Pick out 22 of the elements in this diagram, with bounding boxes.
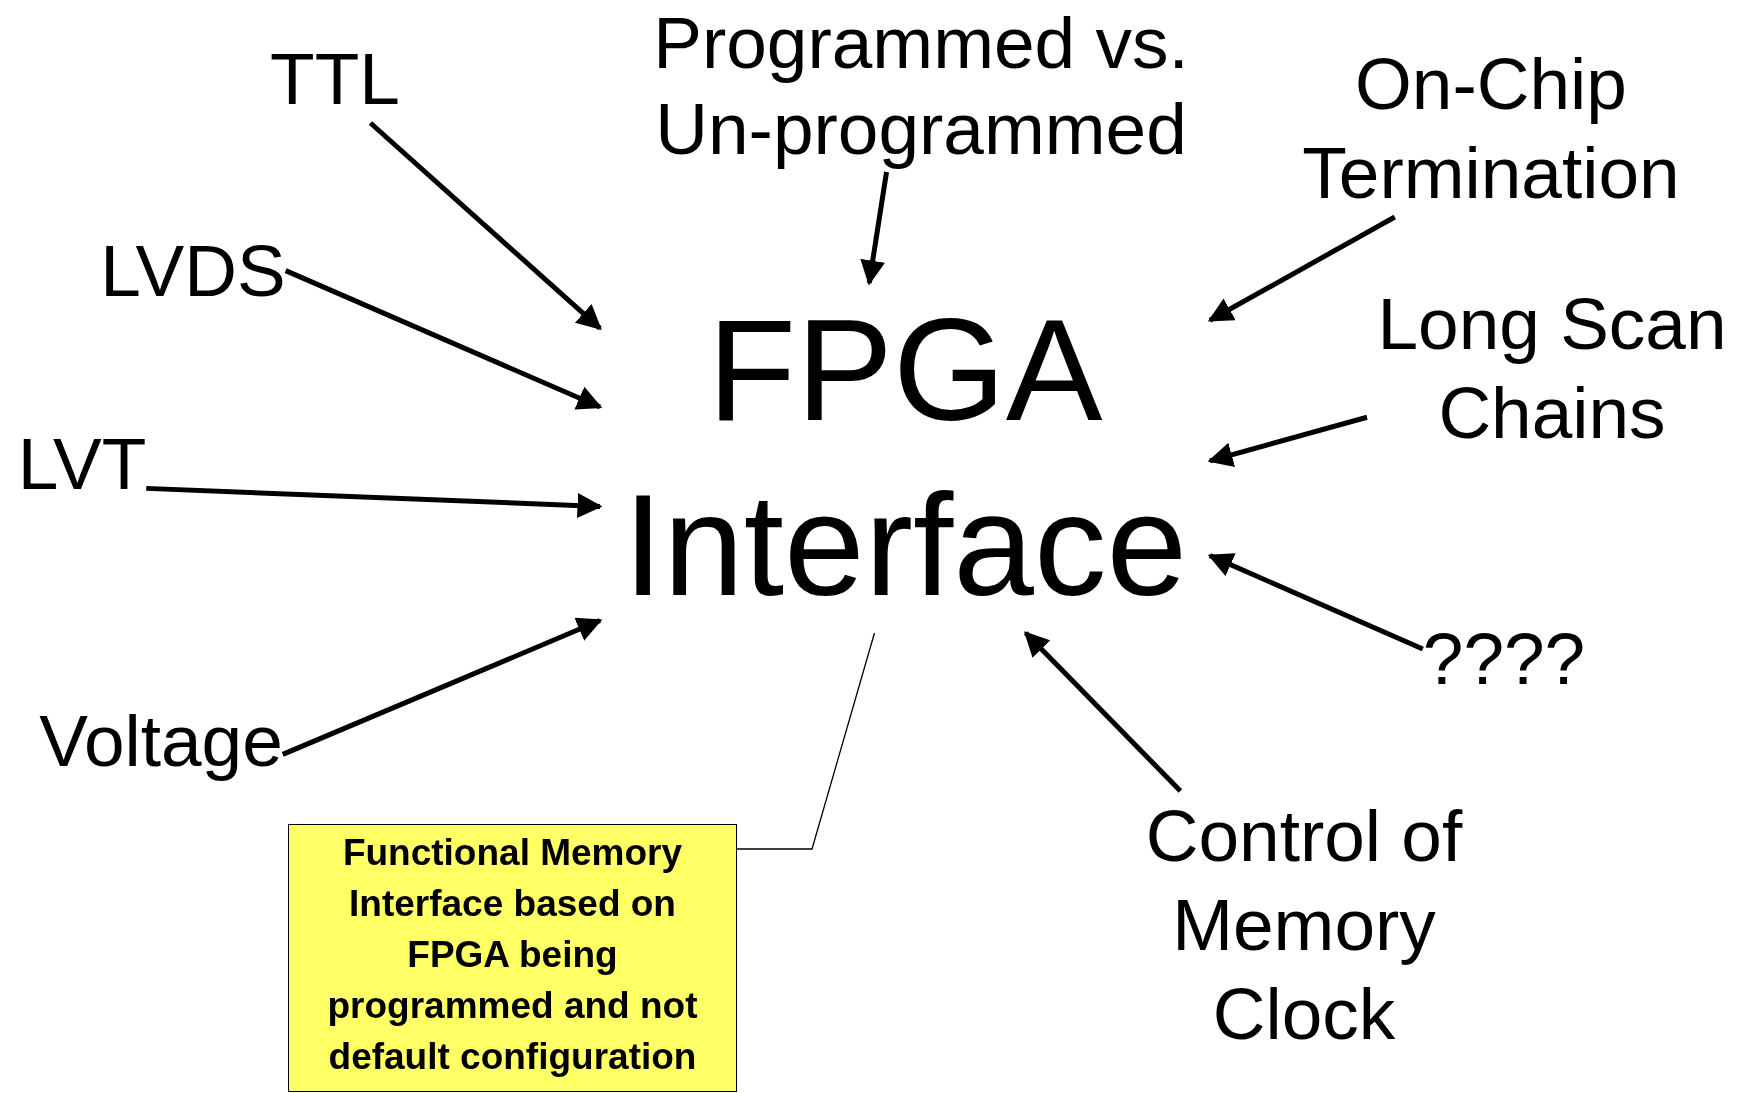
topic-label: On-Chip Termination: [1301, 42, 1681, 215]
arrow: [284, 268, 603, 410]
topic-label: Long Scan Chains: [1376, 282, 1728, 455]
topic-label: LVT: [17, 422, 147, 506]
note-text: Functional Memory Interface based on FPGA being programmed and not default configuration: [326, 831, 699, 1079]
arrow: [1207, 553, 1424, 652]
topic-label: ????: [1422, 617, 1586, 701]
topic-label: TTL: [270, 37, 400, 121]
topic-label: Control of Memory Clock: [1144, 794, 1464, 1056]
topic-label: LVDS: [100, 229, 286, 313]
arrow: [1023, 631, 1183, 793]
note-box: [288, 824, 737, 1092]
topic-label: Voltage: [39, 699, 283, 783]
arrow: [281, 617, 603, 757]
arrow: [1207, 214, 1396, 323]
arrow: [860, 171, 889, 286]
leader-line: [736, 632, 876, 850]
central-title: FPGA Interface: [621, 288, 1189, 628]
topic-label: Programmed vs. Un-programmed: [652, 1, 1190, 171]
arrow: [368, 121, 602, 331]
arrow: [1207, 414, 1368, 467]
arrow: [146, 485, 603, 518]
